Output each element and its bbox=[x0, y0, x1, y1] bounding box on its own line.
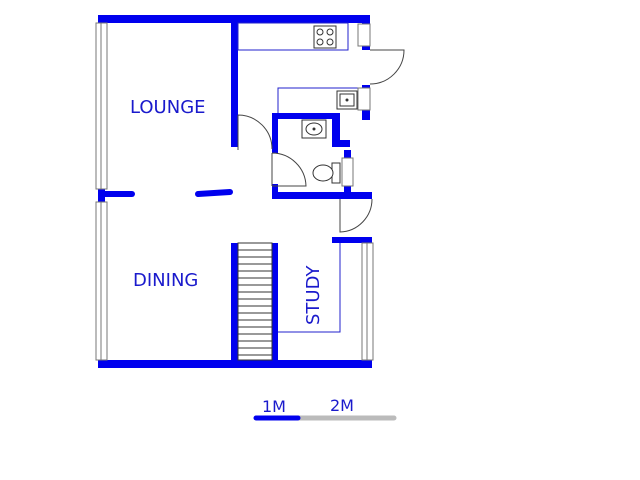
scale-bar: 1M 2M bbox=[253, 396, 397, 421]
stove-icon bbox=[313, 25, 337, 49]
toilet-icon bbox=[312, 162, 341, 184]
study-boundary bbox=[278, 243, 341, 333]
window-kitchen-lower bbox=[357, 87, 371, 111]
kitchen-lower-counter bbox=[277, 87, 360, 113]
room-label-lounge: LOUNGE bbox=[130, 97, 206, 118]
room-label-study: STUDY bbox=[303, 265, 324, 325]
study-door bbox=[339, 198, 373, 233]
bathroom-door bbox=[271, 152, 307, 187]
study-top-wall bbox=[332, 237, 372, 243]
bottom-wall bbox=[98, 360, 372, 368]
bathroom-top-wall bbox=[275, 113, 340, 119]
interior-walls bbox=[99, 15, 372, 363]
window-wc bbox=[341, 157, 354, 187]
bathroom-left-wall bbox=[272, 113, 278, 153]
room-label-dining: DINING bbox=[133, 270, 198, 291]
thin-outlines bbox=[237, 22, 360, 333]
bathroom-bottom-wall bbox=[272, 192, 372, 199]
window-kitchen bbox=[357, 23, 371, 47]
stair-left-wall bbox=[231, 243, 238, 363]
bathroom-small-wall bbox=[272, 184, 278, 199]
lounge-dining-wall-center bbox=[195, 189, 233, 197]
kitchen-counter bbox=[237, 22, 349, 51]
kitchen-sink-icon bbox=[336, 90, 358, 110]
scale-label-2m: 2M bbox=[330, 396, 354, 415]
windows bbox=[95, 22, 374, 361]
lounge-door bbox=[237, 114, 273, 150]
staircase bbox=[237, 242, 273, 361]
lounge-kitchen-wall bbox=[231, 15, 238, 147]
kitchen-door bbox=[369, 49, 405, 85]
bathroom-mid-wall bbox=[332, 140, 350, 147]
doors bbox=[237, 49, 405, 233]
wash-basin-icon bbox=[301, 119, 327, 139]
scale-label-1m: 1M bbox=[262, 397, 286, 416]
fixtures bbox=[237, 25, 358, 361]
bathroom-right-wall bbox=[332, 113, 340, 145]
stair-right-wall bbox=[272, 243, 278, 363]
